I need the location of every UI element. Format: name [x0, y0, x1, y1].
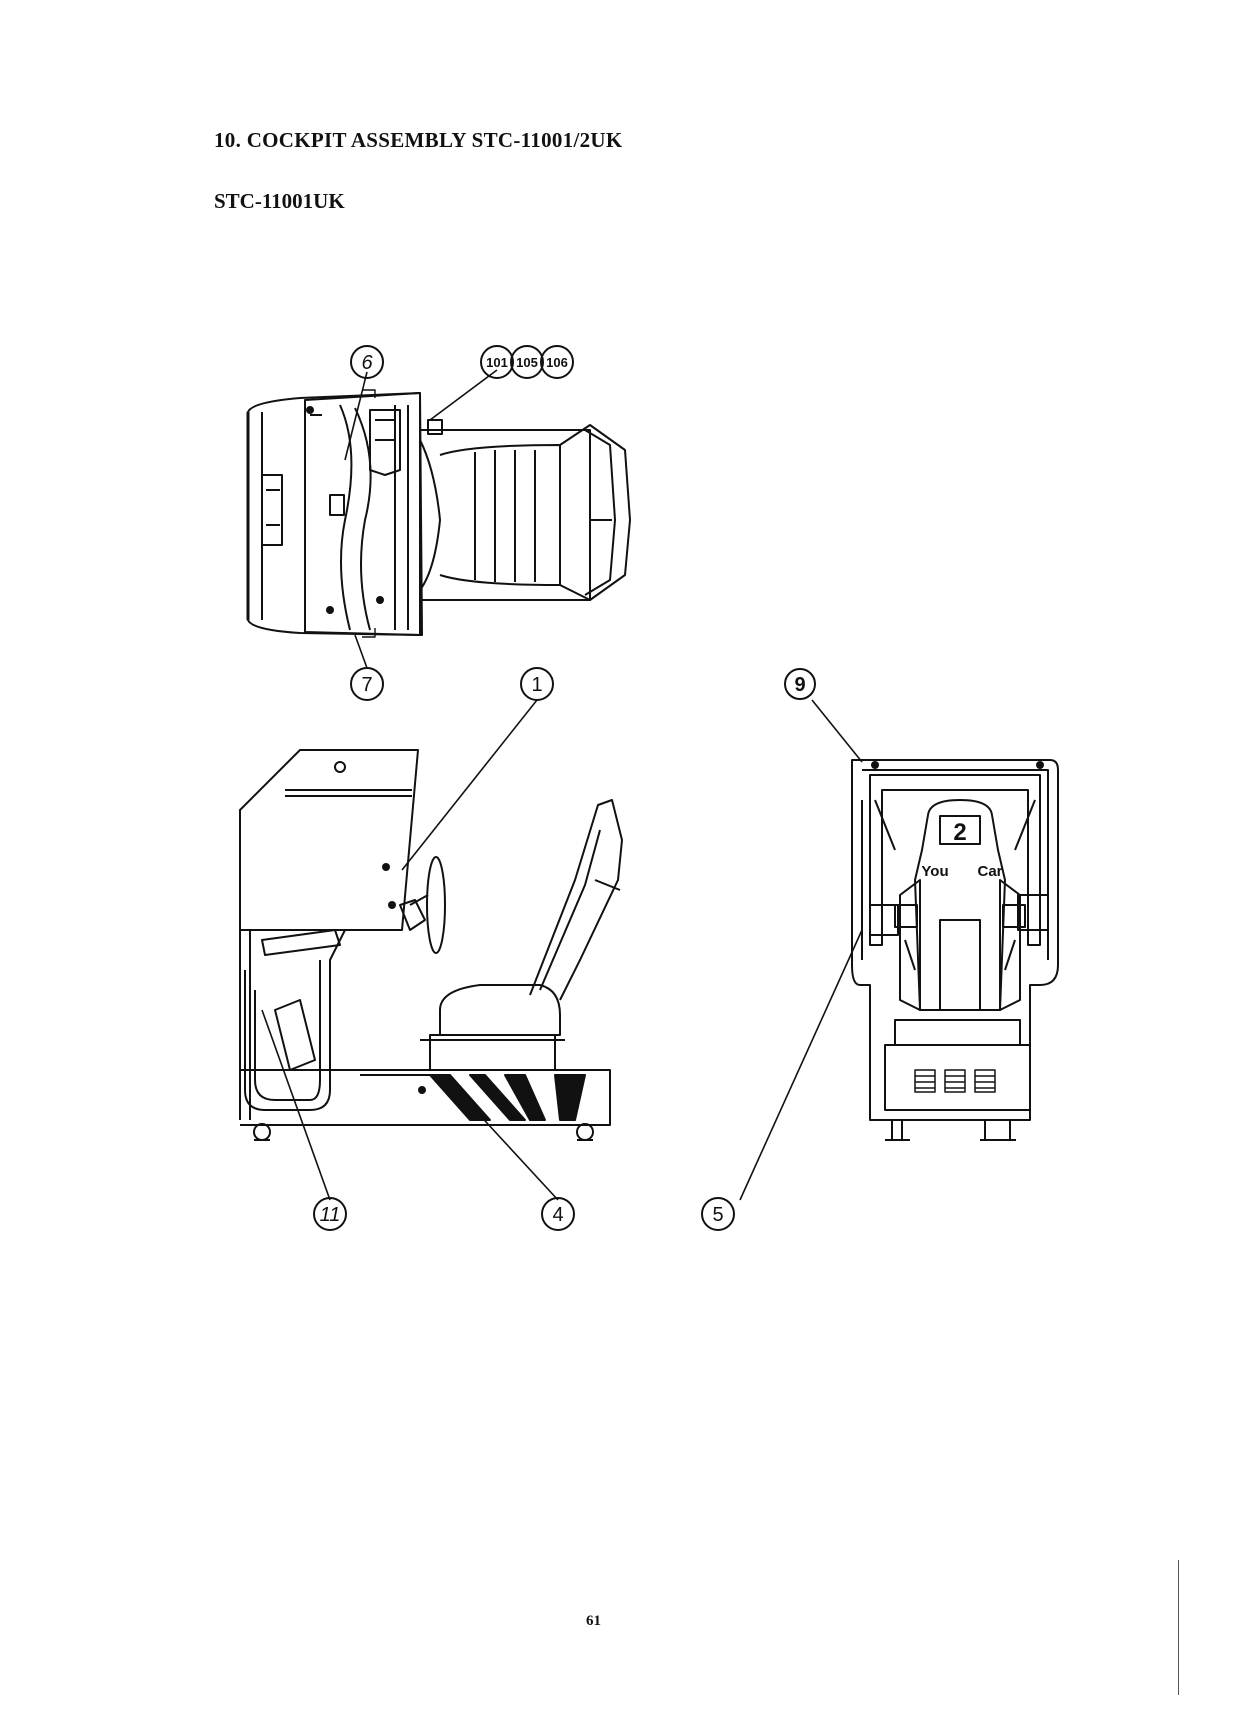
seat-decal-number: 2	[953, 819, 966, 846]
callout-105: 105	[516, 355, 538, 370]
side-view	[240, 700, 622, 1200]
callout-101: 101	[486, 355, 508, 370]
callout-7: 7	[361, 674, 372, 696]
callout-1: 1	[531, 674, 542, 696]
seat-decal-brand-right: Car	[977, 863, 1002, 880]
seat-decal-brand-left: You	[921, 863, 948, 880]
front-view	[740, 700, 1058, 1200]
callout-106: 106	[546, 355, 568, 370]
top-view	[248, 370, 630, 668]
callout-11: 11	[320, 1204, 341, 1226]
callout-4: 4	[552, 1204, 563, 1226]
callout-9: 9	[794, 674, 805, 696]
callout-5: 5	[712, 1204, 723, 1226]
scan-edge-line	[1178, 1560, 1179, 1695]
page-number: 61	[586, 1613, 601, 1630]
callout-6: 6	[361, 352, 373, 374]
